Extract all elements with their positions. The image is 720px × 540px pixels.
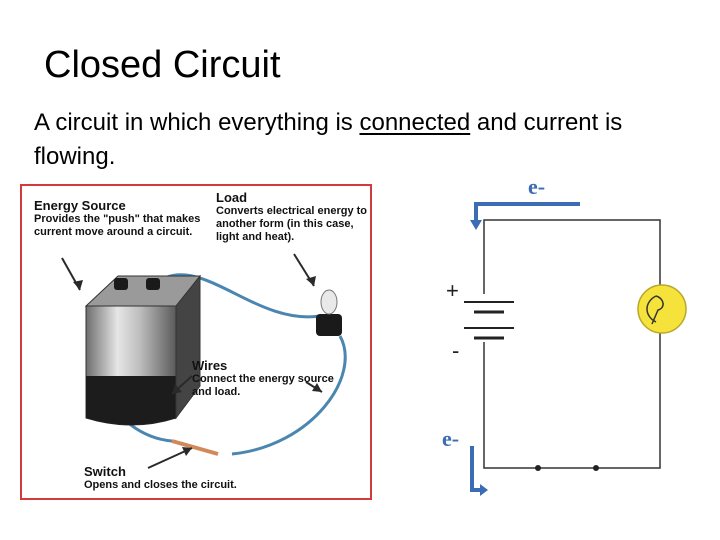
wires-description: Connect the energy source and load. [192, 373, 334, 398]
wires-callout: Wires Connect the energy source and load… [192, 358, 342, 399]
wire-bulb-return [231, 335, 347, 456]
slide-title: Closed Circuit [44, 44, 281, 86]
body-text-prefix: A circuit in which everything is [34, 109, 360, 136]
positive-terminal: + [446, 278, 459, 303]
load-callout: Load Converts electrical energy to anoth… [216, 190, 370, 244]
load-description: Converts electrical energy to another fo… [216, 205, 368, 243]
body-text-suffix: and current is flowing. [34, 109, 623, 170]
switch-heading: Switch [84, 464, 126, 479]
switch-callout: Switch Opens and closes the circuit. [84, 464, 284, 492]
energy-source-description: Provides the "push" that makes current m… [34, 213, 201, 238]
negative-terminal: - [452, 338, 460, 363]
schematic-wire-right [483, 332, 661, 469]
bulb [637, 284, 687, 334]
schematic-wire-top [483, 219, 661, 294]
body-text-emphasis: connected [359, 109, 471, 136]
circuit-schematic [464, 202, 687, 496]
switch-description: Opens and closes the circuit. [84, 479, 237, 491]
body-text: A circuit in which everything is connect… [34, 106, 694, 174]
energy-source-callout: Energy Source Provides the "push" that m… [34, 198, 204, 239]
battery [84, 274, 202, 426]
bulb-filament [646, 295, 664, 325]
switch-contact-right [593, 465, 599, 471]
wires-heading: Wires [192, 358, 228, 373]
load-heading: Load [216, 190, 248, 205]
switch-contact-left [535, 465, 541, 471]
illustration-drawing [61, 253, 347, 469]
bulb-socket [316, 289, 342, 336]
electron-label-top: e- [528, 174, 546, 199]
switch [171, 439, 219, 456]
electron-arrow-bottom [470, 446, 482, 492]
energy-source-heading: Energy Source [34, 198, 126, 213]
electron-arrow-top [474, 202, 580, 222]
circuit-illustration: Energy Source Provides the "push" that m… [20, 184, 372, 500]
electron-label-bottom: e- [442, 426, 460, 451]
